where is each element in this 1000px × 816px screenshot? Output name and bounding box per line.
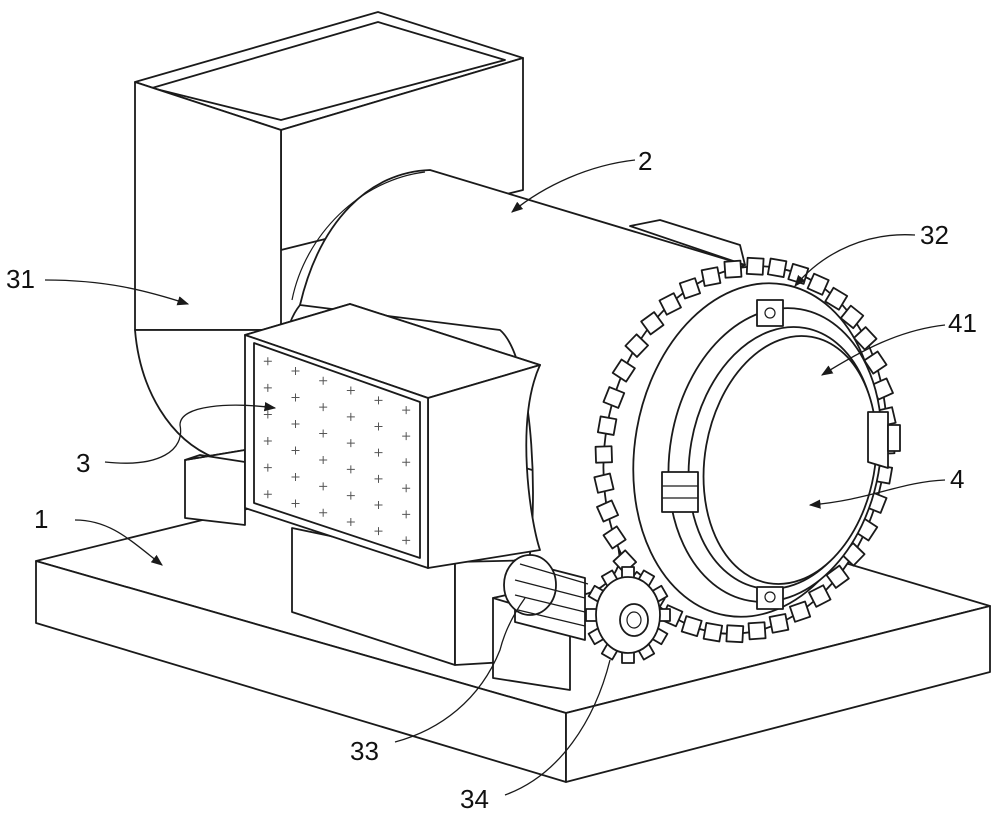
label-4: 4 [950, 464, 964, 494]
filter-box [244, 303, 541, 569]
mount-top [756, 299, 784, 327]
leader-33 [394, 597, 526, 743]
leader-1 [74, 519, 163, 566]
label-33: 33 [350, 736, 379, 766]
leader-3 [104, 401, 277, 464]
leader-32 [794, 234, 916, 287]
leader-34 [504, 659, 611, 796]
label-32: 32 [920, 220, 949, 250]
leader-lines [44, 159, 946, 796]
label-41: 41 [948, 308, 977, 338]
label-34: 34 [460, 784, 489, 814]
motor [492, 554, 589, 691]
gear-ring-teeth [593, 256, 897, 644]
leader-2 [511, 159, 636, 213]
label-1: 1 [34, 504, 48, 534]
label-31: 31 [6, 264, 35, 294]
door [661, 299, 901, 610]
door-hinge [661, 471, 699, 513]
filter-mesh [263, 357, 411, 545]
mount-bottom [756, 586, 784, 610]
leader-4 [808, 479, 946, 509]
leader-31 [44, 279, 190, 306]
label-3: 3 [76, 448, 90, 478]
door-latch [867, 411, 901, 469]
reference-numerals: 1 2 3 4 31 32 33 34 41 [6, 146, 977, 814]
label-2: 2 [638, 146, 652, 176]
leader-41 [821, 324, 946, 376]
drive-gear [585, 566, 671, 664]
